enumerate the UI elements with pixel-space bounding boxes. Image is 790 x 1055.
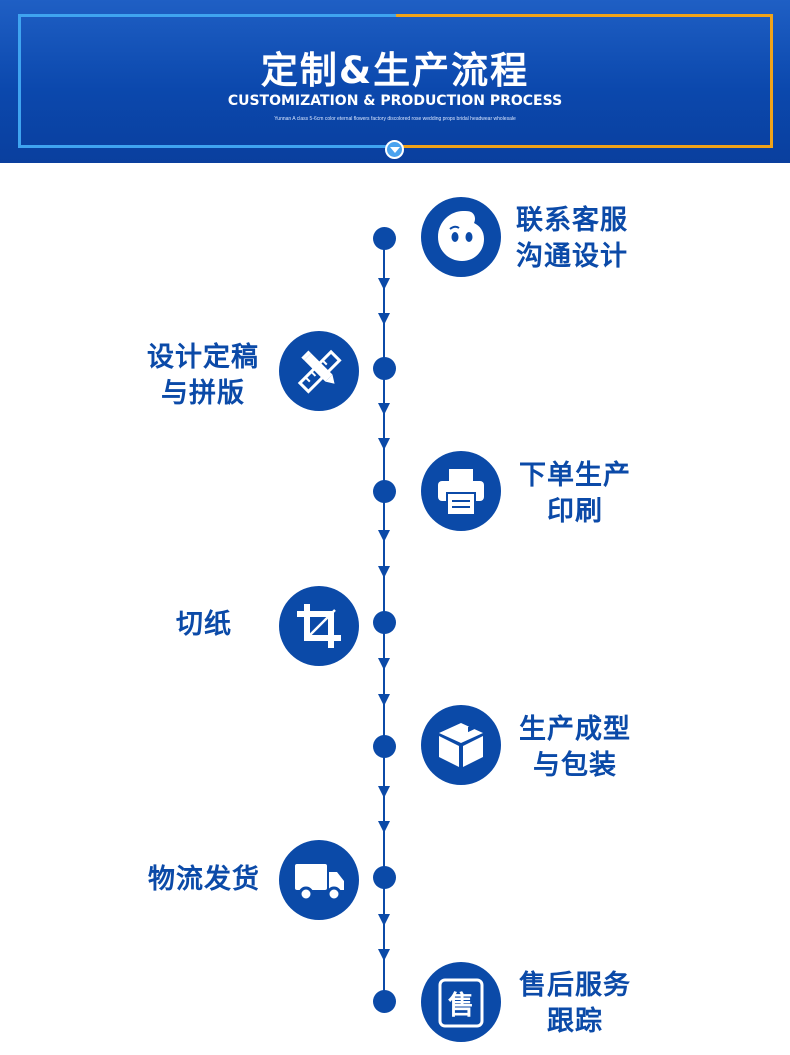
arrow-down-icon	[378, 313, 390, 325]
step-7-line1: 售后服务	[519, 970, 631, 1001]
step-5-label: 生产成型 与包装	[506, 712, 644, 784]
timeline-dot	[373, 611, 396, 634]
arrow-down-icon	[378, 566, 390, 578]
timeline-dot	[373, 735, 396, 758]
arrow-down-icon	[378, 403, 390, 415]
step-1-line2: 沟通设计	[516, 241, 628, 272]
box-icon	[421, 705, 501, 785]
step-3-label: 下单生产 印刷	[506, 458, 644, 530]
timeline-dot	[373, 480, 396, 503]
step-2-line1: 设计定稿	[147, 342, 259, 373]
step-2-label: 设计定稿 与拼版	[140, 340, 266, 412]
timeline-dot	[373, 990, 396, 1013]
step-6-line1: 物流发货	[148, 864, 260, 895]
arrow-down-icon	[378, 914, 390, 926]
arrow-down-icon	[378, 278, 390, 290]
header-banner: 定制&生产流程 CUSTOMIZATION & PRODUCTION PROCE…	[0, 0, 790, 163]
step-3-line2: 印刷	[547, 496, 603, 527]
step-5-line2: 与包装	[533, 750, 617, 781]
step-4-label: 切纸	[160, 607, 248, 643]
step-1-label: 联系客服 沟通设计	[516, 203, 676, 275]
arrow-down-icon	[378, 438, 390, 450]
header-frame-left	[18, 14, 396, 148]
step-3-line1: 下单生产	[519, 460, 631, 491]
arrow-down-icon	[378, 786, 390, 798]
header-frame-top	[18, 14, 396, 17]
arrow-down-icon	[378, 530, 390, 542]
crop-icon	[279, 586, 359, 666]
timeline-dot	[373, 866, 396, 889]
after-sales-glyph: 售	[448, 990, 474, 1021]
after-sales-icon: 售	[421, 962, 501, 1042]
step-4-line1: 切纸	[176, 609, 232, 640]
arrow-down-icon	[378, 821, 390, 833]
step-5-line1: 生产成型	[519, 714, 631, 745]
page-title: 定制&生产流程	[260, 49, 530, 92]
arrow-down-icon	[378, 658, 390, 670]
arrow-down-icon	[378, 694, 390, 706]
header-frame-right	[396, 14, 773, 148]
page-subtitle: CUSTOMIZATION & PRODUCTION PROCESS	[227, 93, 563, 109]
truck-icon	[279, 840, 359, 920]
step-6-label: 物流发货	[138, 862, 270, 898]
step-1-line1: 联系客服	[516, 205, 628, 236]
chat-face-icon	[421, 197, 501, 277]
step-2-line2: 与拼版	[161, 378, 245, 409]
printer-icon	[421, 451, 501, 531]
step-7-line2: 跟踪	[547, 1006, 603, 1037]
timeline-dot	[373, 357, 396, 380]
page-note: Yunnan A class 5-6cm color eternal flowe…	[274, 116, 516, 122]
timeline-dot	[373, 227, 396, 250]
arrow-down-icon	[378, 949, 390, 961]
step-7-label: 售后服务 跟踪	[506, 968, 644, 1040]
chevron-down-icon	[385, 140, 404, 159]
ruler-pencil-icon	[279, 331, 359, 411]
